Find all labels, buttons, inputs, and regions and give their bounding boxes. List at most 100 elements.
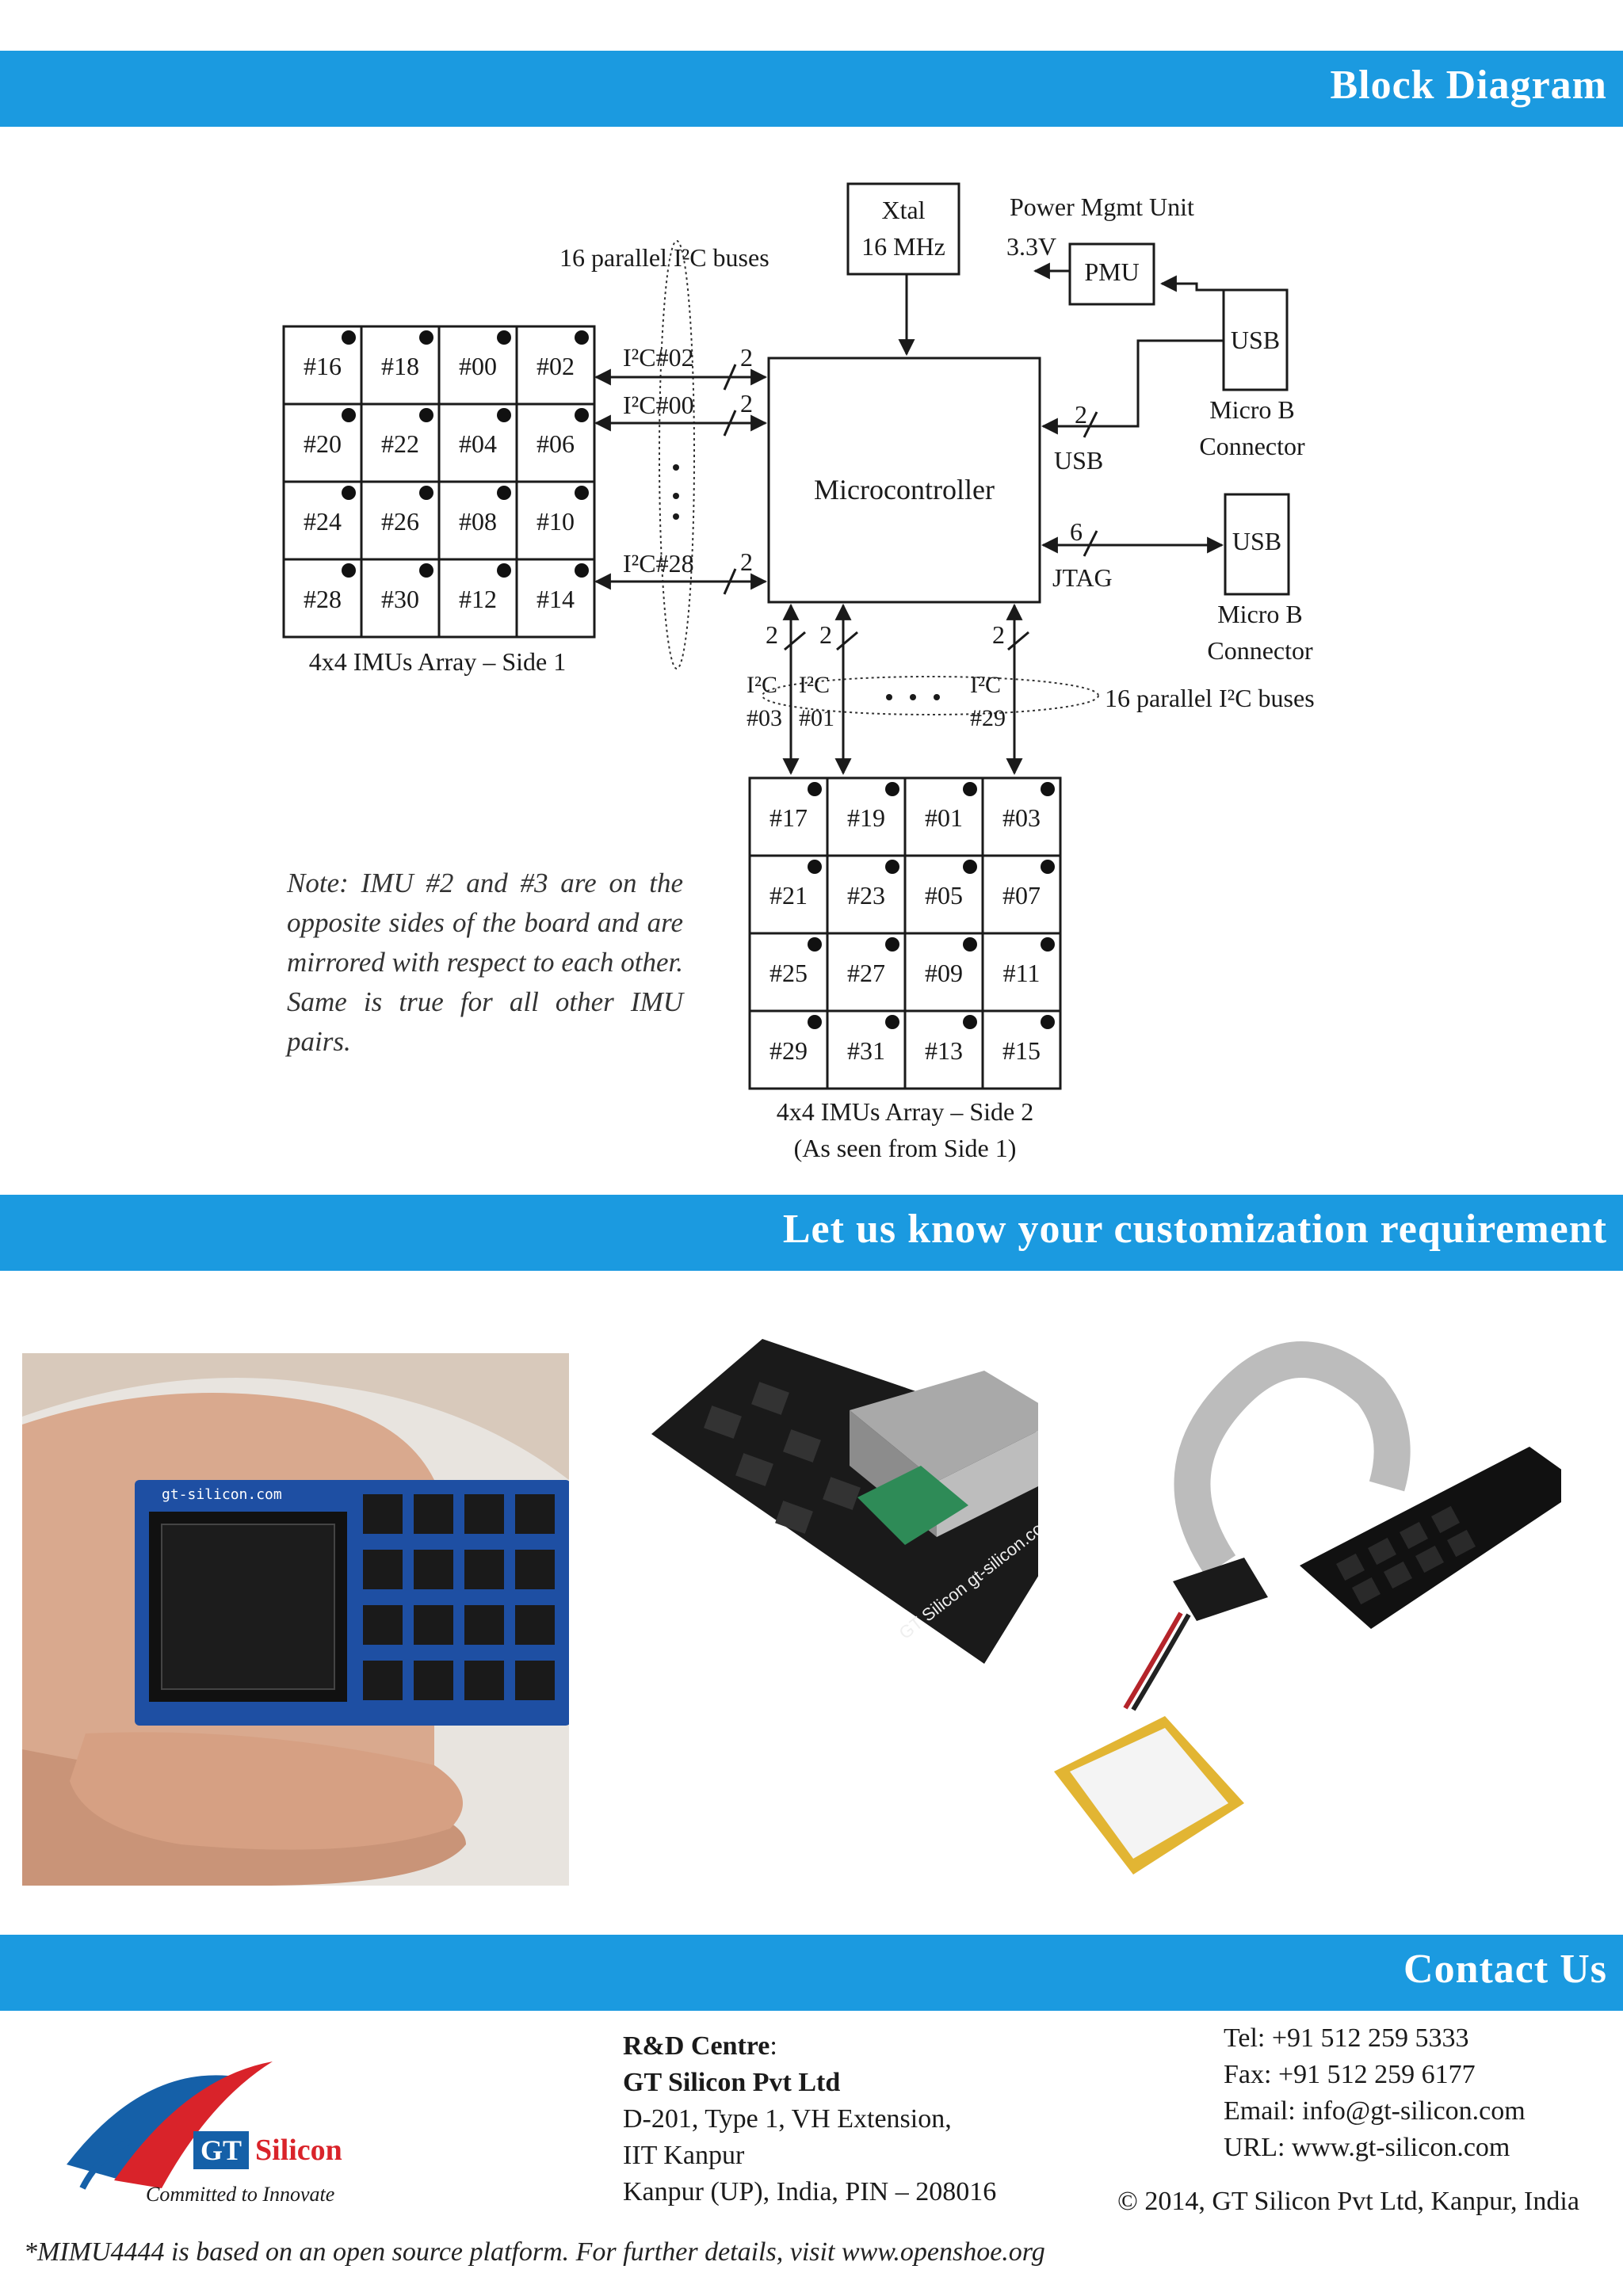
imu-orientation-dot <box>1041 860 1055 874</box>
imu-label: #07 <box>1002 881 1041 910</box>
email-link[interactable]: Email: info@gt-silicon.com <box>1224 2096 1526 2126</box>
address-block: R&D Centre: GT Silicon Pvt Ltd D-201, Ty… <box>623 2028 996 2210</box>
pmu-label: PMU <box>1084 257 1139 286</box>
fax-number: Fax: +91 512 259 6177 <box>1224 2060 1476 2089</box>
imu-orientation-dot <box>885 860 899 874</box>
imu-orientation-dot <box>885 937 899 952</box>
imu-orientation-dot <box>342 563 356 578</box>
imu-label: #20 <box>304 429 342 458</box>
jtag-bus-width: 6 <box>1070 517 1083 546</box>
i2c-label: I²C <box>970 672 1001 698</box>
imu-label: #25 <box>769 959 808 987</box>
connector-label: Connector <box>1199 432 1305 460</box>
imu-orientation-dot <box>342 330 356 345</box>
imu-orientation-dot <box>575 486 589 500</box>
imu-orientation-dot <box>963 1015 977 1029</box>
imu-label: #03 <box>1002 803 1041 832</box>
block-diagram-header: Block Diagram <box>0 51 1623 127</box>
imu-label: #30 <box>381 585 419 613</box>
micro-b-label: Micro B <box>1209 395 1295 424</box>
i2c-label: #03 <box>747 705 782 731</box>
micro-b-label: Micro B <box>1217 600 1303 628</box>
bus-width: 2 <box>992 620 1005 649</box>
logo-gt-text: GT <box>200 2134 242 2166</box>
address-line: IIT Kanpur <box>623 2141 745 2170</box>
contact-header: Contact Us <box>0 1935 1623 2011</box>
logo-tagline: Committed to Innovate <box>146 2183 334 2206</box>
imu-orientation-dot <box>575 563 589 578</box>
jtag-label: JTAG <box>1052 563 1113 592</box>
imu-label: #28 <box>304 585 342 613</box>
i2c-label: I²C <box>799 672 830 698</box>
imu-orientation-dot <box>1041 937 1055 952</box>
imu-label: #02 <box>537 352 575 380</box>
usb-bus-width: 2 <box>1075 400 1087 429</box>
section-title: Let us know your customization requireme… <box>782 1207 1607 1252</box>
imu-orientation-dot <box>419 408 433 422</box>
bus-width: 2 <box>740 547 753 576</box>
imu-label: #23 <box>847 881 885 910</box>
company-name: GT Silicon Pvt Ltd <box>623 2068 841 2097</box>
i2c-label: I²C <box>747 672 777 698</box>
imu-label: #17 <box>769 803 808 832</box>
i2c-label: I²C#02 <box>623 343 694 372</box>
imu-label: #09 <box>925 959 963 987</box>
array2-subcaption: (As seen from Side 1) <box>794 1134 1017 1162</box>
imu-orientation-dot <box>497 563 511 578</box>
usb-label: USB <box>1054 446 1103 475</box>
website-link[interactable]: URL: www.gt-silicon.com <box>1224 2133 1510 2162</box>
i2c-label: #29 <box>970 705 1006 731</box>
address-line: Kanpur (UP), India, PIN – 208016 <box>623 2177 997 2206</box>
imu-label: #19 <box>847 803 885 832</box>
imu-label: #06 <box>537 429 575 458</box>
bus-width: 2 <box>740 389 753 418</box>
imu-orientation-dot <box>963 937 977 952</box>
imu-orientation-dot <box>342 486 356 500</box>
footnote: *MIMU4444 is based on an open source pla… <box>24 2237 1045 2267</box>
imu-orientation-dot <box>497 330 511 345</box>
microcontroller-box <box>767 357 1041 604</box>
imu-label: #08 <box>459 507 497 536</box>
gt-silicon-logo: GT Silicon Committed to Innovate <box>67 2061 342 2206</box>
imu-array-side1: #16#18#00#02#20#22#04#06#24#26#08#10#28#… <box>282 325 596 639</box>
usb-connector-label: USB <box>1232 527 1281 555</box>
imu-label: #14 <box>537 585 575 613</box>
imu-cell <box>981 1009 1062 1090</box>
imu-orientation-dot <box>419 486 433 500</box>
mirror-note: Note: IMU #2 and #3 are on the opposite … <box>287 868 683 1057</box>
imu-label: #10 <box>537 507 575 536</box>
imu-orientation-dot <box>808 1015 822 1029</box>
bus-width: 2 <box>819 620 832 649</box>
chip-silkscreen: gt-silicon.com <box>162 1486 282 1503</box>
imu-orientation-dot <box>885 782 899 796</box>
section-title: Block Diagram <box>1330 63 1607 108</box>
rd-centre-label: R&D Centre <box>623 2031 770 2061</box>
imu-cell <box>515 558 596 639</box>
stacked-board-photo: GT Silicon gt-silicon.com <box>620 1339 1111 1688</box>
imu-orientation-dot <box>808 782 822 796</box>
customization-header: Let us know your customization requireme… <box>0 1195 1623 1271</box>
imu-orientation-dot <box>963 860 977 874</box>
imu-label: #05 <box>925 881 963 910</box>
pmu-box <box>1068 242 1155 306</box>
imu-orientation-dot <box>1041 782 1055 796</box>
imu-label: #00 <box>459 352 497 380</box>
bus-width: 2 <box>740 343 753 372</box>
imu-label: #29 <box>769 1036 808 1065</box>
jtag-connector-box <box>1224 493 1290 596</box>
imu-label: #01 <box>925 803 963 832</box>
i2c-label: I²C#28 <box>623 549 694 578</box>
imu-label: #11 <box>1003 959 1041 987</box>
address-line: D-201, Type 1, VH Extension, <box>623 2104 952 2134</box>
imu-label: #12 <box>459 585 497 613</box>
hand-holding-board-photo: gt-silicon.com <box>22 1353 569 1886</box>
imu-label: #15 <box>1002 1036 1041 1065</box>
imu-orientation-dot <box>808 860 822 874</box>
imu-array-side2: #17#19#01#03#21#23#05#07#25#27#09#11#29#… <box>748 776 1062 1090</box>
imu-orientation-dot <box>419 330 433 345</box>
bus-group-ellipse <box>762 676 1099 715</box>
imu-orientation-dot <box>575 408 589 422</box>
i2c-label: I²C#00 <box>623 391 694 419</box>
voltage-label: 3.3V <box>1006 232 1056 261</box>
section-title: Contact Us <box>1403 1947 1607 1992</box>
